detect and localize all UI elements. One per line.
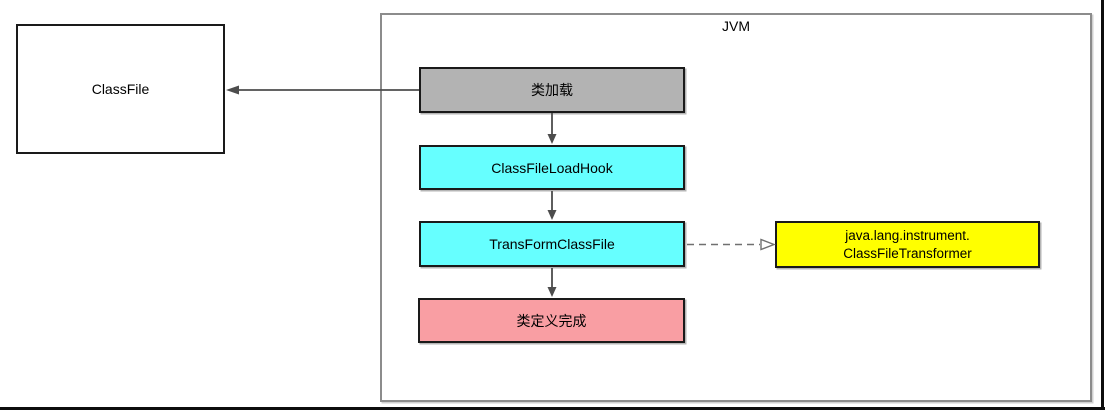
classfile-transformer-node: java.lang.instrument. ClassFileTransform… (775, 221, 1040, 268)
classfile-load-hook-node-label: ClassFileLoadHook (491, 159, 613, 176)
frame-bottom-border (0, 407, 1105, 410)
classfile-transformer-node-label-line2: ClassFileTransformer (843, 245, 972, 261)
class-definition-complete-node: 类定义完成 (418, 298, 685, 343)
class-load-node: 类加载 (419, 67, 685, 113)
jvm-container-label: JVM (722, 18, 750, 34)
classfile-transformer-node-label-line1: java.lang.instrument. (845, 227, 970, 243)
class-load-node-label: 类加载 (531, 82, 573, 98)
classfile-node: ClassFile (16, 24, 225, 154)
frame-right-border (1101, 0, 1104, 410)
transform-classfile-node: TransFormClassFile (419, 221, 685, 267)
class-definition-complete-node-label: 类定义完成 (516, 312, 587, 329)
transform-classfile-node-label: TransFormClassFile (489, 236, 615, 252)
classfile-node-label: ClassFile (91, 81, 150, 97)
classfile-load-hook-node: ClassFileLoadHook (419, 145, 685, 190)
